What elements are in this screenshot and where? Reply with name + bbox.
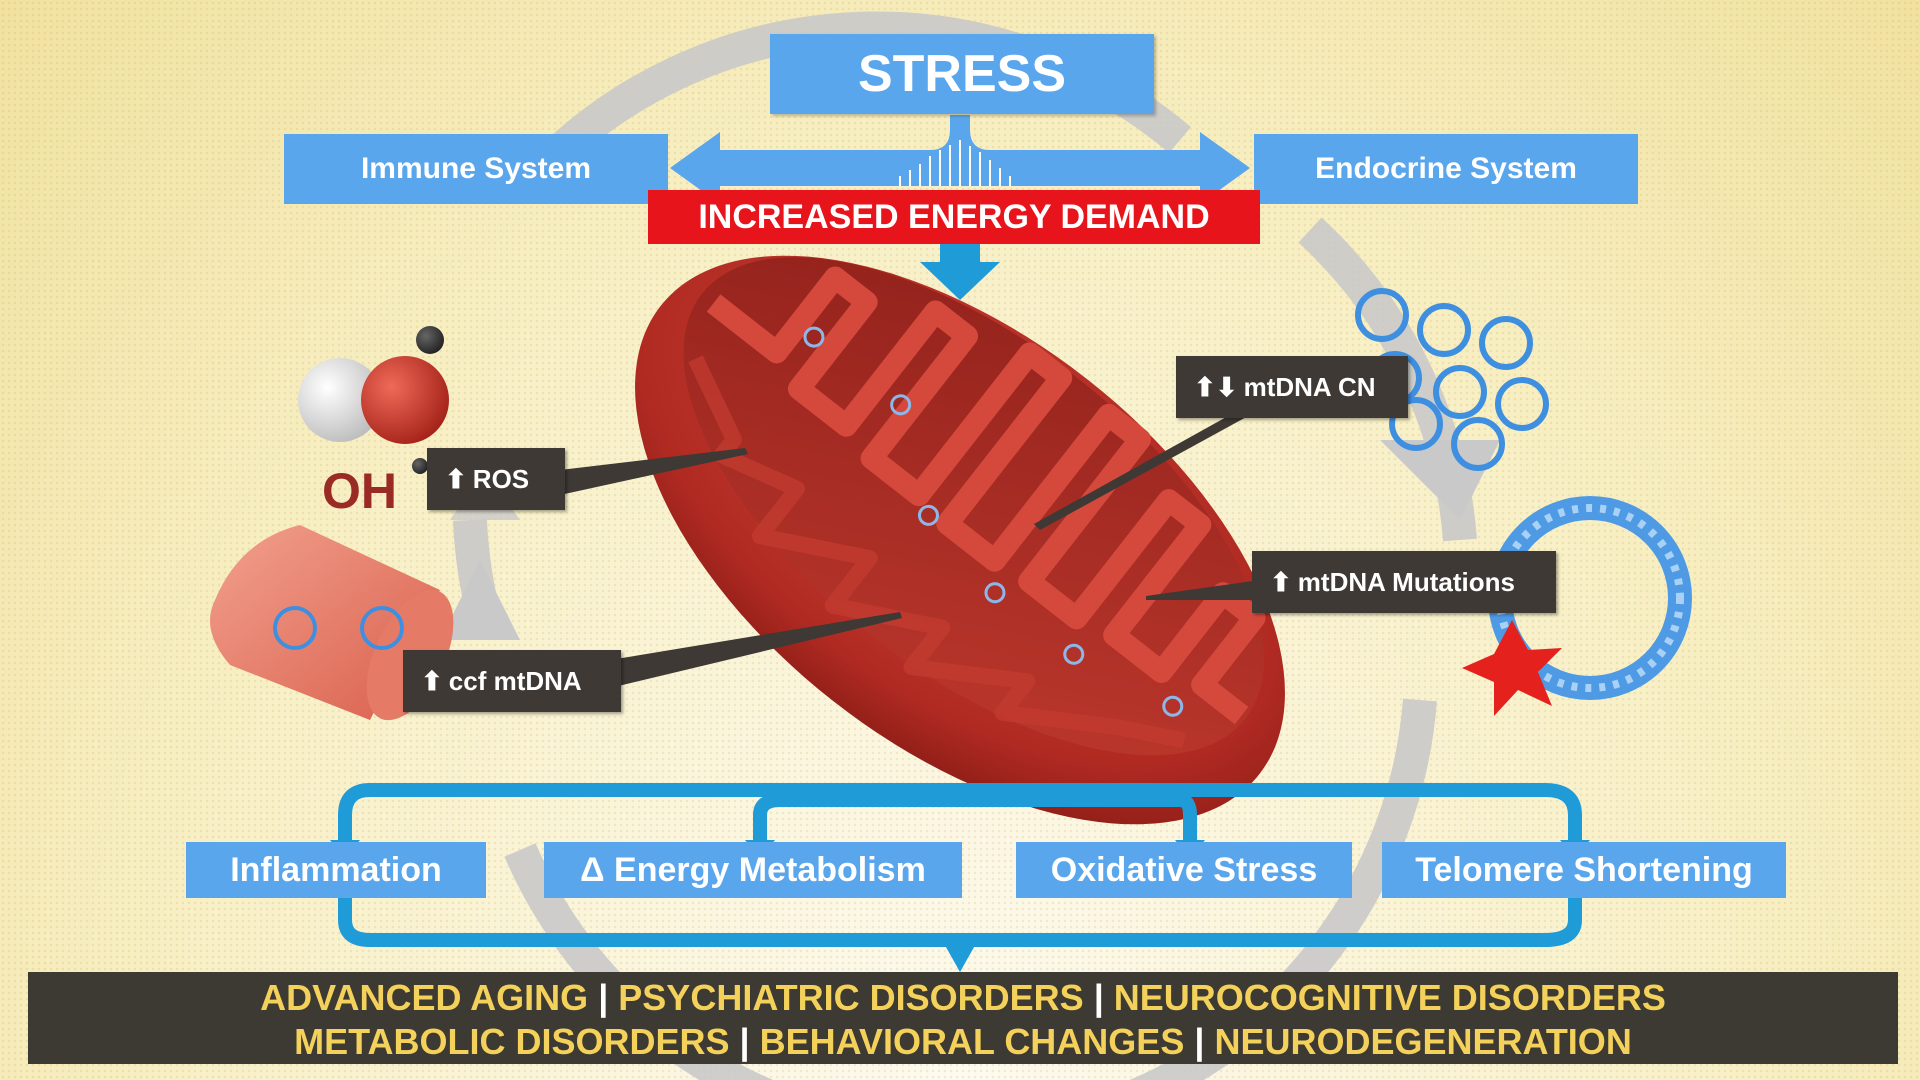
stress-waveform — [899, 140, 1011, 186]
mtdna-mutations-label: mtDNA Mutations — [1297, 566, 1515, 597]
telomere-shortening-box: Telomere Shortening — [1382, 842, 1786, 898]
up-arrow-icon: ⬆ — [445, 463, 467, 494]
disorder-behavioral: BEHAVIORAL CHANGES — [759, 1021, 1185, 1062]
telomere-shortening-label: Telomere Shortening — [1415, 850, 1753, 889]
stress-box: STRESS — [770, 34, 1154, 114]
immune-system-label: Immune System — [360, 152, 592, 185]
inflammation-box: Inflammation — [186, 842, 486, 898]
mtdna-cn-label: mtDNA CN — [1243, 371, 1376, 402]
callout-pointers — [560, 415, 1260, 688]
ring-arrowhead-left — [440, 560, 520, 640]
endocrine-system-box: Endocrine System — [1254, 134, 1638, 204]
disorder-separator: | — [739, 1021, 750, 1062]
ccf-mtdna-label: ccf mtDNA — [448, 665, 582, 696]
mtdna-mutations-callout: ⬆ mtDNA Mutations — [1252, 551, 1556, 613]
mtdna-cn-callout: ⬆⬇ mtDNA CN — [1176, 356, 1408, 418]
oh-label: OH — [322, 463, 397, 519]
ros-callout: ⬆ ROS — [427, 448, 565, 510]
disorder-neurodegeneration: NEURODEGENERATION — [1214, 1021, 1632, 1062]
energy-metabolism-label: Δ Energy Metabolism — [580, 850, 926, 889]
up-down-arrow-icon: ⬆⬇ — [1194, 371, 1238, 402]
inflammation-label: Inflammation — [230, 850, 442, 889]
oxidative-stress-label: Oxidative Stress — [1050, 850, 1318, 889]
disorder-separator: | — [1093, 977, 1104, 1018]
disorders-line-1: ADVANCED AGING | PSYCHIATRIC DISORDERS |… — [28, 976, 1898, 1020]
oxidative-stress-box: Oxidative Stress — [1016, 842, 1352, 898]
energy-demand-banner: INCREASED ENERGY DEMAND — [648, 190, 1260, 244]
energy-demand-label: INCREASED ENERGY DEMAND — [698, 197, 1210, 236]
mtdna-circles — [1355, 288, 1549, 471]
hydroxyl-molecule — [298, 326, 449, 474]
disorder-psychiatric: PSYCHIATRIC DISORDERS — [618, 977, 1084, 1018]
endocrine-system-label: Endocrine System — [1315, 152, 1577, 185]
ccf-mtdna-callout: ⬆ ccf mtDNA — [403, 650, 621, 712]
ring-arrowhead-right — [1380, 440, 1500, 520]
disorder-neurocognitive: NEUROCOGNITIVE DISORDERS — [1113, 977, 1666, 1018]
stress-split-arrows — [670, 115, 1250, 204]
up-arrow-icon: ⬆ — [421, 665, 443, 696]
disorder-metabolic: METABOLIC DISORDERS — [294, 1021, 730, 1062]
energy-metabolism-box: Δ Energy Metabolism — [544, 842, 962, 898]
disorder-advanced-aging: ADVANCED AGING — [260, 977, 589, 1018]
mitochondrion — [635, 255, 1285, 825]
immune-system-box: Immune System — [284, 134, 668, 204]
disorders-bar: ADVANCED AGING | PSYCHIATRIC DISORDERS |… — [28, 972, 1898, 1064]
disorder-separator: | — [1194, 1021, 1205, 1062]
stress-label: STRESS — [857, 45, 1067, 103]
ros-label: ROS — [472, 463, 530, 494]
up-arrow-icon: ⬆ — [1270, 566, 1292, 597]
demand-down-arrow — [920, 236, 1000, 300]
disorders-line-2: METABOLIC DISORDERS | BEHAVIORAL CHANGES… — [28, 1020, 1898, 1064]
disorder-separator: | — [598, 977, 609, 1018]
